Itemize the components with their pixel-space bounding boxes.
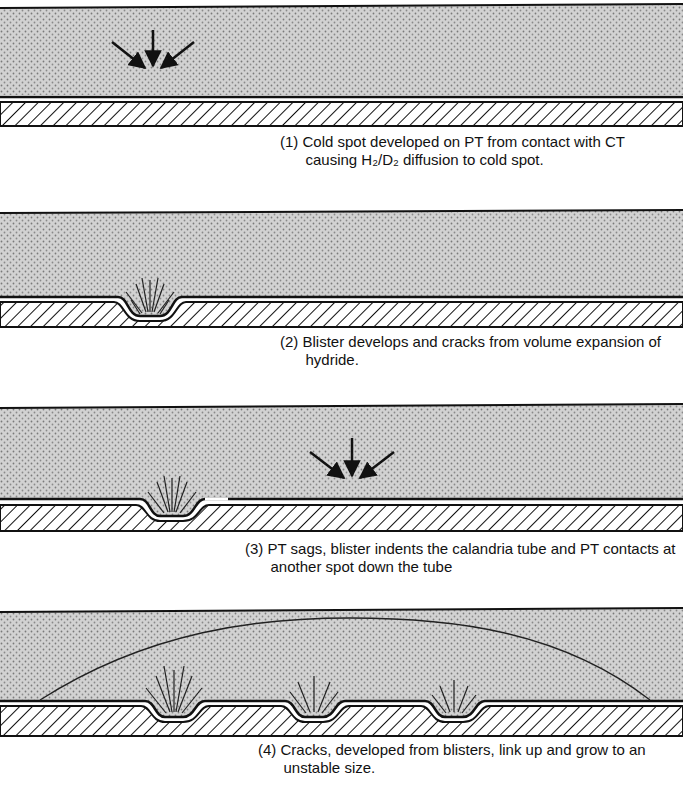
calandria-tube (0, 302, 683, 327)
caption: (2) Blister develops and cracks from vol… (280, 333, 680, 370)
diffusion-arrows (310, 438, 394, 478)
panel-4 (0, 608, 683, 736)
caption: (4) Cracks, developed from blisters, lin… (258, 741, 680, 778)
crack-opening (205, 498, 228, 501)
blister-cracks (146, 666, 476, 713)
panel-1 (0, 4, 683, 126)
pressure-tube (0, 4, 683, 95)
blister-cracks (126, 278, 174, 314)
linked-crack (40, 618, 650, 700)
blister-cracks (148, 476, 196, 513)
calandria-tube (0, 706, 683, 736)
pressure-tube (0, 608, 683, 717)
panel-2 (0, 210, 683, 327)
caption: (1) Cold spot developed on PT from conta… (280, 133, 680, 170)
calandria-tube (0, 505, 683, 531)
calandria-tube (0, 102, 683, 126)
caption: (3) PT sags, blister indents the calandr… (245, 540, 680, 577)
pressure-tube (0, 210, 683, 316)
pressure-tube (0, 404, 683, 516)
panel-3 (0, 404, 683, 531)
diffusion-arrows (112, 30, 194, 68)
